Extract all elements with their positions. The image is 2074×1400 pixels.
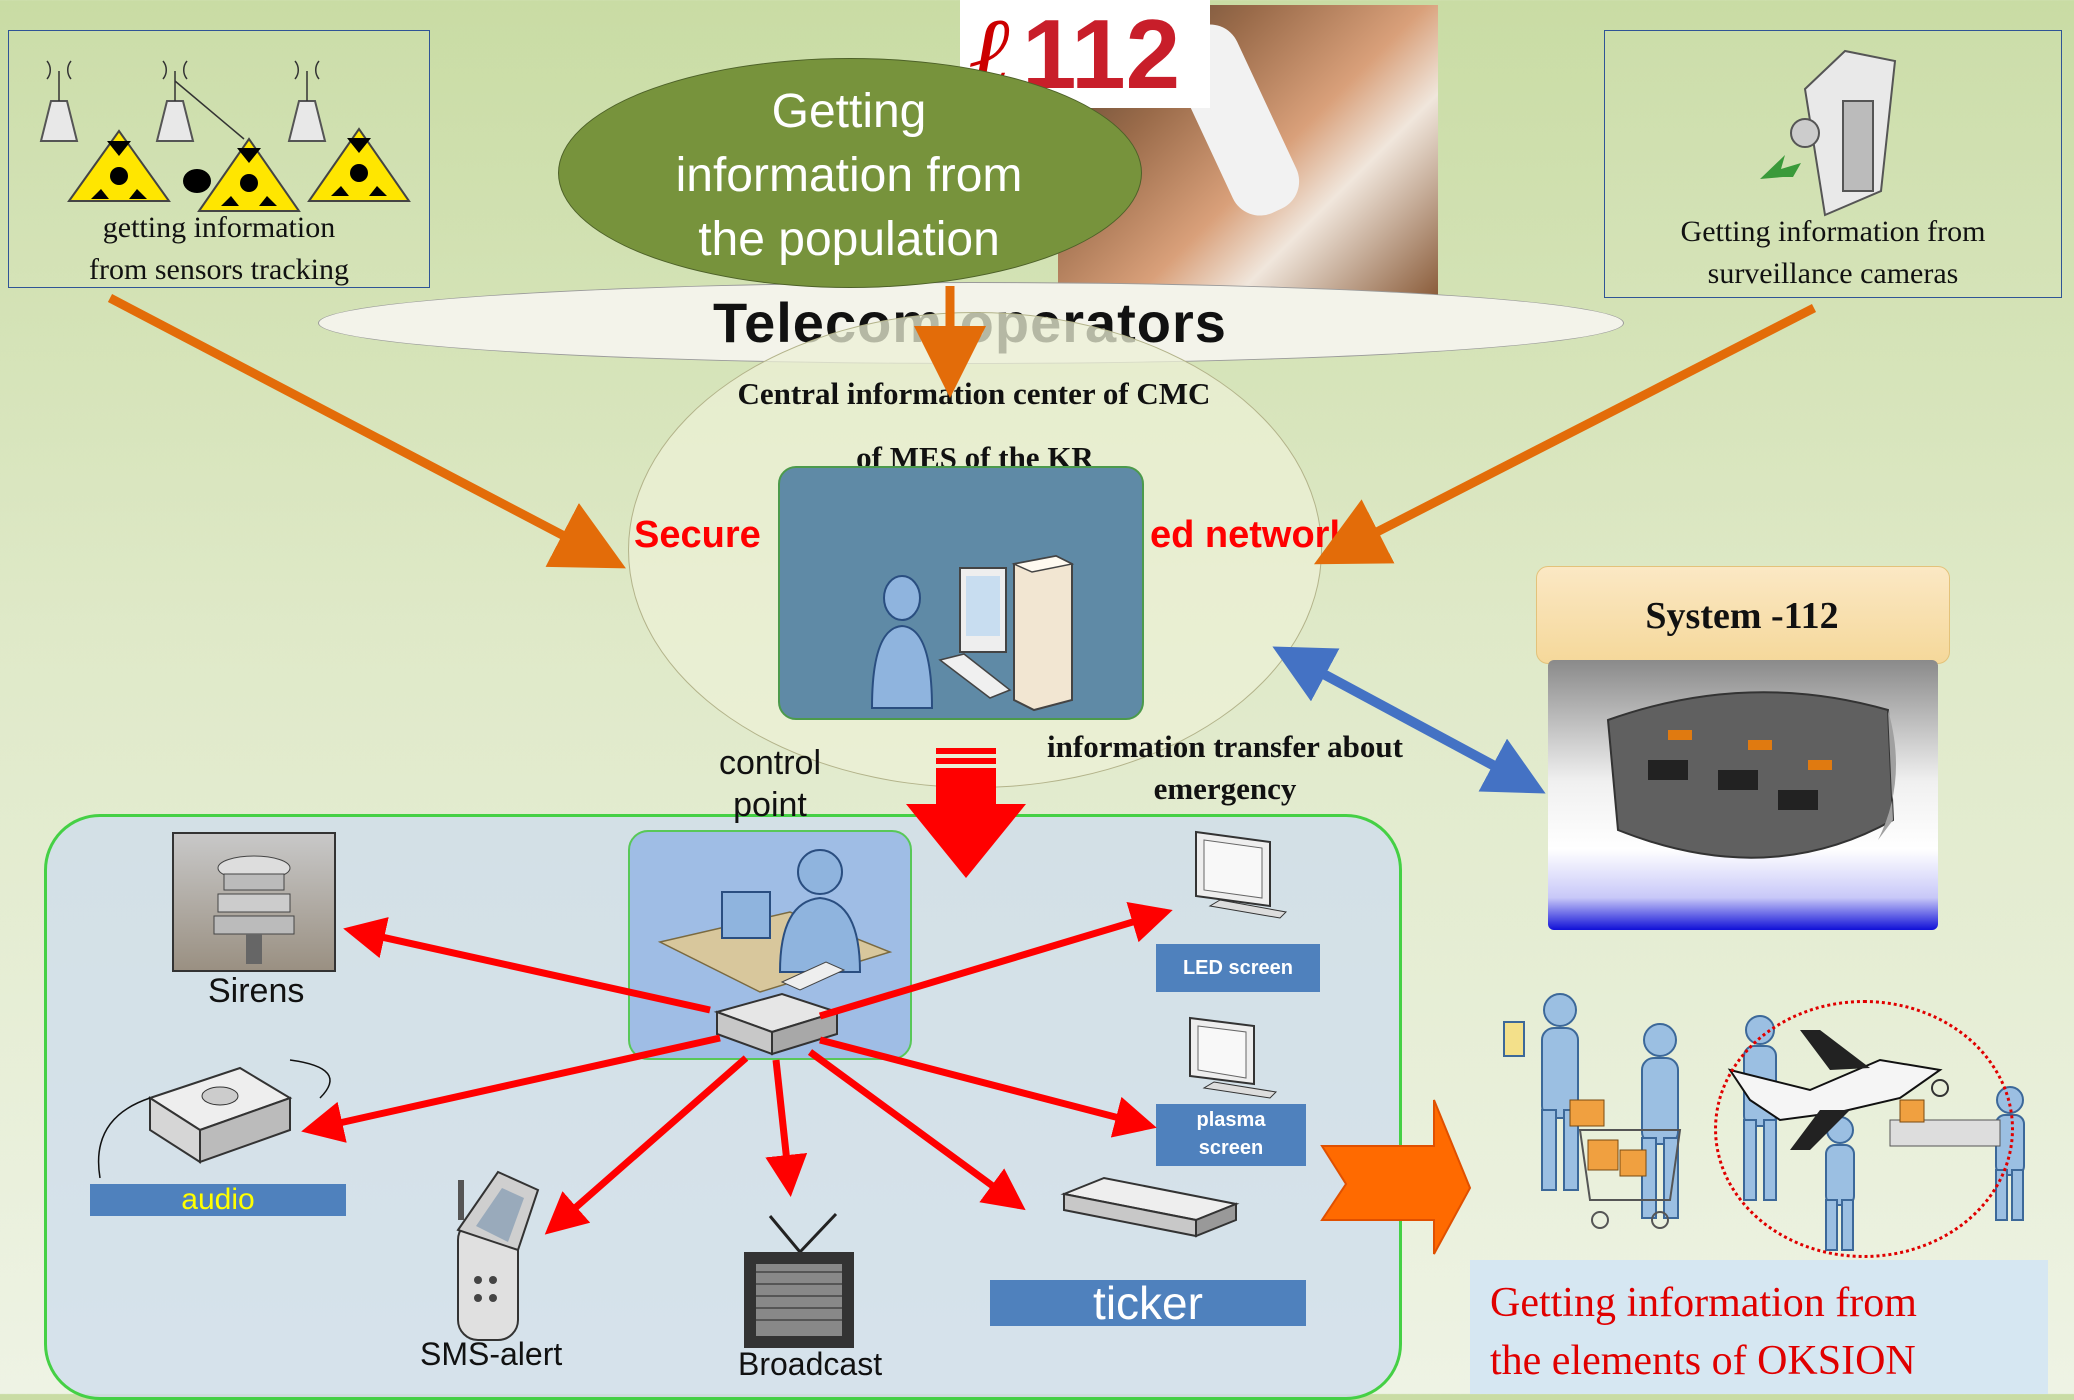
siren-photo [172, 832, 336, 972]
arrow-to-led [818, 901, 1173, 1020]
cameras-caption-line2: surveillance cameras [1707, 257, 1959, 290]
plasma-screen-label: plasma screen [1156, 1104, 1306, 1166]
plasma-label-line2: screen [1198, 1137, 1264, 1159]
population-line1: Getting [771, 85, 927, 138]
arrow-to-plasma [819, 1036, 1157, 1138]
arrow-sensors-to-center [107, 294, 626, 569]
sms-phone-icon [456, 1170, 540, 1341]
arrow-cameras-to-center [1313, 303, 1817, 565]
led-screen-label: LED screen [1156, 944, 1320, 992]
population-line2: information from [675, 149, 1023, 202]
arrow-to-broadcast [765, 1059, 808, 1197]
plasma-label-line1: plasma [1196, 1109, 1266, 1131]
network-label-left: Secure [634, 514, 761, 556]
arrow-to-sirens [343, 917, 711, 1014]
system112-control-room-image [1548, 660, 1938, 930]
dispatcher-icon [657, 849, 893, 993]
control-point-line2: point [733, 786, 807, 824]
arrow-to-audio [301, 1034, 721, 1143]
operator-computer-icon [870, 554, 1075, 712]
oksion-highlight-ellipse [1714, 1000, 2014, 1258]
surveillance-camera-icon [1760, 49, 1897, 217]
oksion-line2: the elements of OKSION [1490, 1338, 1916, 1384]
arrow-to-ticker [807, 1049, 1026, 1211]
control-room-icon [1606, 691, 1896, 859]
broadcast-label: Broadcast [738, 1346, 883, 1382]
oksion-line1: Getting information from [1490, 1280, 1917, 1326]
arrow-to-sms [544, 1055, 749, 1235]
system112-label-box [1536, 566, 1950, 664]
sensor-towers-icon [39, 60, 411, 212]
sensors-box: getting information from sensors trackin… [8, 30, 430, 288]
system112-label: System -112 [1645, 595, 1839, 637]
sensors-caption-line2: from sensors tracking [89, 253, 349, 286]
sirens-label: Sirens [208, 972, 305, 1010]
population-ellipse [558, 58, 1142, 288]
cameras-box: Getting information from surveillance ca… [1604, 30, 2062, 298]
arrow-system112-bidirectional [1272, 646, 1546, 794]
ticker-label: ticker [990, 1280, 1306, 1326]
tv-icon [744, 1212, 854, 1348]
arrow-center-to-control [906, 748, 1026, 878]
led-monitor-icon [1195, 830, 1288, 919]
sensors-caption-line1: getting information [102, 211, 336, 244]
ticker-device-icon [1060, 1176, 1240, 1238]
operator-workstation-box [778, 466, 1144, 720]
plasma-monitor-icon [1189, 1016, 1278, 1099]
audio-label: audio [90, 1184, 346, 1216]
cameras-caption-line1: Getting information from [1680, 215, 1986, 248]
network-switch-icon [713, 992, 841, 1056]
oksion-caption-box: Getting information from the elements of… [1470, 1260, 2048, 1394]
siren-icon [213, 855, 295, 964]
population-line3: the population [698, 213, 1000, 266]
audio-device-icon [97, 1059, 331, 1179]
arrow-to-oksion [1320, 1099, 1472, 1255]
sms-alert-label: SMS-alert [420, 1336, 563, 1372]
control-point-line1: control [718, 744, 822, 782]
